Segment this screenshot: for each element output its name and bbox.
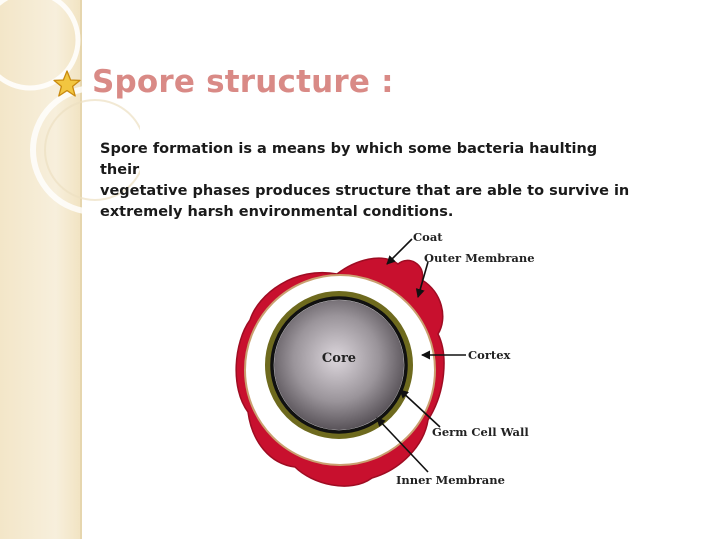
coat-arrow xyxy=(386,238,413,265)
germ-cell-wall-arrow xyxy=(399,389,441,428)
spore-core xyxy=(274,300,404,430)
inner-membrane-label: Inner Membrane xyxy=(396,473,505,487)
core-label: Core xyxy=(322,351,356,366)
body-paragraph: Spore formation is a means by which some… xyxy=(100,141,630,220)
germ-cell-wall-label: Germ Cell Wall xyxy=(432,425,529,439)
coat-label: Coat xyxy=(413,230,443,244)
star-icon xyxy=(53,70,81,97)
cortex-label: Cortex xyxy=(468,348,511,362)
spore-structure-diagram: Core Coat Outer Membrane Cortex Germ Cel… xyxy=(235,230,535,487)
germ-cell-wall xyxy=(265,291,413,439)
slide-title: Spore structure : xyxy=(92,64,394,100)
inner-membrane xyxy=(270,296,408,434)
side-band-edge xyxy=(80,0,82,539)
outer-membrane-arrow xyxy=(415,261,429,298)
decorative-circles xyxy=(0,0,140,215)
outer-membrane-label: Outer Membrane xyxy=(424,251,535,265)
inner-membrane-arrow xyxy=(376,417,429,473)
